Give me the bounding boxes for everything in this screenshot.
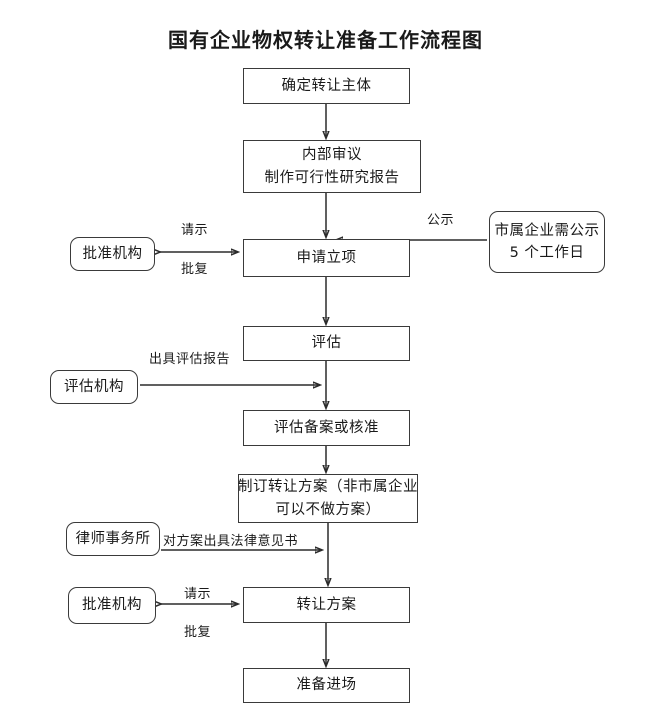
- node-confirm-transfer-subject[interactable]: 确定转让主体: [243, 68, 410, 104]
- node-text-line: 市属企业需公示: [494, 222, 600, 239]
- node-text-line: 转让方案: [296, 596, 357, 613]
- node-apply-project[interactable]: 申请立项: [243, 239, 410, 277]
- node-draft-transfer-plan[interactable]: 制订转让方案（非市属企业可以不做方案）: [238, 474, 418, 523]
- edge-label-request-bottom: 请示: [184, 587, 212, 602]
- edge-label-reply-bottom: 批复: [184, 625, 212, 640]
- node-text-line: 5 个工作日: [509, 245, 585, 261]
- node-text-line: 批准机构: [82, 597, 142, 614]
- node-text-line: 律师事务所: [75, 530, 151, 547]
- node-appraisal-filing[interactable]: 评估备案或核准: [243, 410, 410, 446]
- node-text-line: 评估备案或核准: [274, 419, 379, 436]
- node-prepare-entry[interactable]: 准备进场: [243, 668, 410, 703]
- node-approval-authority-bottom[interactable]: 批准机构: [68, 587, 156, 624]
- node-law-firm[interactable]: 律师事务所: [66, 522, 160, 556]
- edge-label-appraisal-report: 出具评估报告: [149, 352, 231, 367]
- node-text-line: 内部审议: [302, 147, 362, 164]
- node-text-line: 确定转让主体: [281, 77, 372, 94]
- node-text-line: 批准机构: [82, 245, 143, 262]
- node-transfer-plan[interactable]: 转让方案: [243, 587, 410, 623]
- edge-label-request-top: 请示: [181, 223, 209, 238]
- edge-label-reply-top: 批复: [181, 262, 209, 277]
- node-text-line: 申请立项: [296, 249, 357, 266]
- edge-label-legal-opinion: 对方案出具法律意见书: [163, 534, 299, 549]
- edge-label-public-notice: 公示: [427, 213, 455, 228]
- node-internal-review[interactable]: 内部审议制作可行性研究报告: [243, 140, 421, 193]
- node-text-line: 评估机构: [64, 378, 124, 395]
- node-text-line: 评估: [311, 335, 342, 352]
- node-approval-authority-top[interactable]: 批准机构: [70, 237, 155, 271]
- node-text-line: 制订转让方案（非市属企业: [238, 479, 418, 496]
- node-appraisal-agency[interactable]: 评估机构: [50, 370, 138, 404]
- page-title: 国有企业物权转让准备工作流程图: [168, 28, 483, 52]
- node-appraisal[interactable]: 评估: [243, 326, 410, 361]
- node-municipal-disclosure-note[interactable]: 市属企业需公示 5 个工作日: [489, 211, 605, 273]
- node-text-line: 制作可行性研究报告: [264, 169, 400, 186]
- node-text-line: 可以不做方案）: [275, 501, 381, 518]
- node-text-line: 准备进场: [296, 677, 357, 694]
